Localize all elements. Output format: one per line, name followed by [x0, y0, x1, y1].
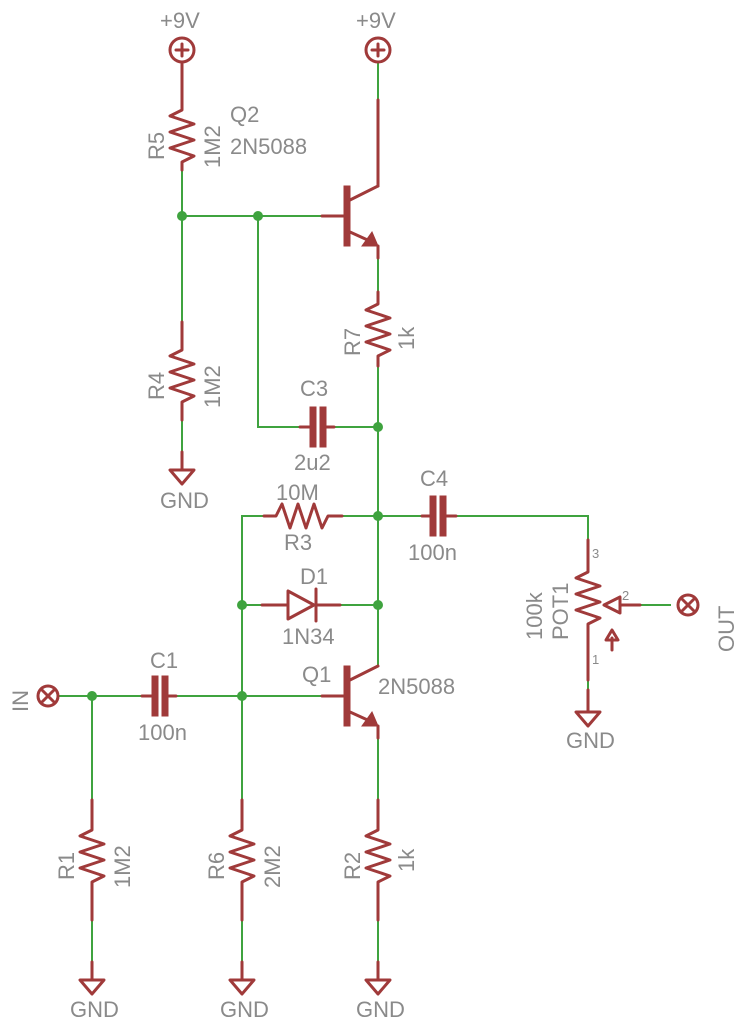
capacitor-c1: C1 100n: [138, 648, 187, 745]
capacitor-c3-name: C3: [300, 376, 328, 401]
resistor-r5-value: 1M2: [200, 125, 225, 168]
junctions: [87, 211, 383, 701]
ground-symbol-r1: GND: [70, 960, 119, 1022]
ground-label: GND: [220, 997, 269, 1022]
resistor-r2-name: R2: [340, 852, 365, 880]
resistor-r4: R4 1M2: [144, 320, 225, 422]
resistor-r4-name: R4: [144, 372, 169, 400]
power-label-left: +9V: [160, 8, 200, 33]
pot-value: 100k: [522, 591, 547, 640]
wires: [59, 61, 671, 963]
capacitor-c4-name: C4: [420, 466, 448, 491]
transistor-q1-name: Q1: [302, 662, 331, 687]
transistor-q2-value: 2N5088: [230, 134, 307, 159]
resistor-r2: R2 1k: [340, 798, 419, 922]
resistor-r7: R7 1k: [340, 290, 419, 368]
resistor-r3-name: R3: [284, 530, 312, 555]
ground-label: GND: [70, 997, 119, 1022]
capacitor-c3-value: 2u2: [294, 450, 331, 475]
resistor-r7-value: 1k: [394, 326, 419, 350]
capacitor-c4: C4 100n: [408, 466, 458, 565]
resistor-r6: R6 2M2: [204, 798, 285, 922]
power-symbol-left: +9V: [160, 8, 200, 102]
resistor-r1: R1 1M2: [54, 798, 135, 922]
capacitor-c1-name: C1: [150, 648, 178, 673]
transistor-q2-name: Q2: [230, 102, 259, 127]
resistor-r3-value: 10M: [276, 480, 319, 505]
resistor-r7-name: R7: [340, 328, 365, 356]
capacitor-c3: C3 2u2: [294, 376, 336, 475]
potentiometer-pot1: 3 2 1 100k POT1: [522, 538, 642, 682]
diode-d1-value: 1N34: [282, 624, 335, 649]
resistor-r3: 10M R3: [262, 480, 344, 555]
input-connector: IN: [8, 684, 60, 712]
diode-d1: D1 1N34: [260, 564, 342, 649]
resistor-r2-value: 1k: [394, 848, 419, 872]
ground-label: GND: [566, 728, 615, 753]
transistor-q2: Q2 2N5088: [230, 98, 380, 260]
transistor-q1: Q1 2N5088: [302, 662, 455, 740]
output-label: OUT: [714, 606, 739, 652]
pot-pin-1: 1: [592, 652, 599, 667]
ground-label: GND: [160, 488, 209, 513]
pot-pin-3: 3: [592, 546, 599, 561]
ground-symbol-r2: GND: [356, 960, 405, 1022]
ground-symbol-pot: GND: [566, 688, 615, 753]
power-symbol-right: +9V: [356, 8, 396, 64]
input-label: IN: [8, 690, 33, 712]
resistor-r4-value: 1M2: [200, 365, 225, 408]
capacitor-c4-value: 100n: [408, 540, 457, 565]
resistor-r5-name: R5: [144, 132, 169, 160]
output-connector: OUT: [676, 593, 739, 652]
transistor-q1-value: 2N5088: [378, 674, 455, 699]
resistor-r6-name: R6: [204, 852, 229, 880]
pot-pin-2: 2: [622, 588, 629, 603]
resistor-r6-value: 2M2: [260, 845, 285, 888]
resistor-r5: R5 1M2: [144, 98, 225, 172]
ground-symbol-r6: GND: [220, 960, 269, 1022]
power-label-right: +9V: [356, 8, 396, 33]
resistor-r1-name: R1: [54, 852, 79, 880]
capacitor-c1-value: 100n: [138, 720, 187, 745]
pot-name: POT1: [548, 583, 573, 640]
ground-label: GND: [356, 997, 405, 1022]
diode-d1-name: D1: [300, 564, 328, 589]
ground-symbol-r4: GND: [160, 450, 209, 513]
resistor-r1-value: 1M2: [110, 845, 135, 888]
